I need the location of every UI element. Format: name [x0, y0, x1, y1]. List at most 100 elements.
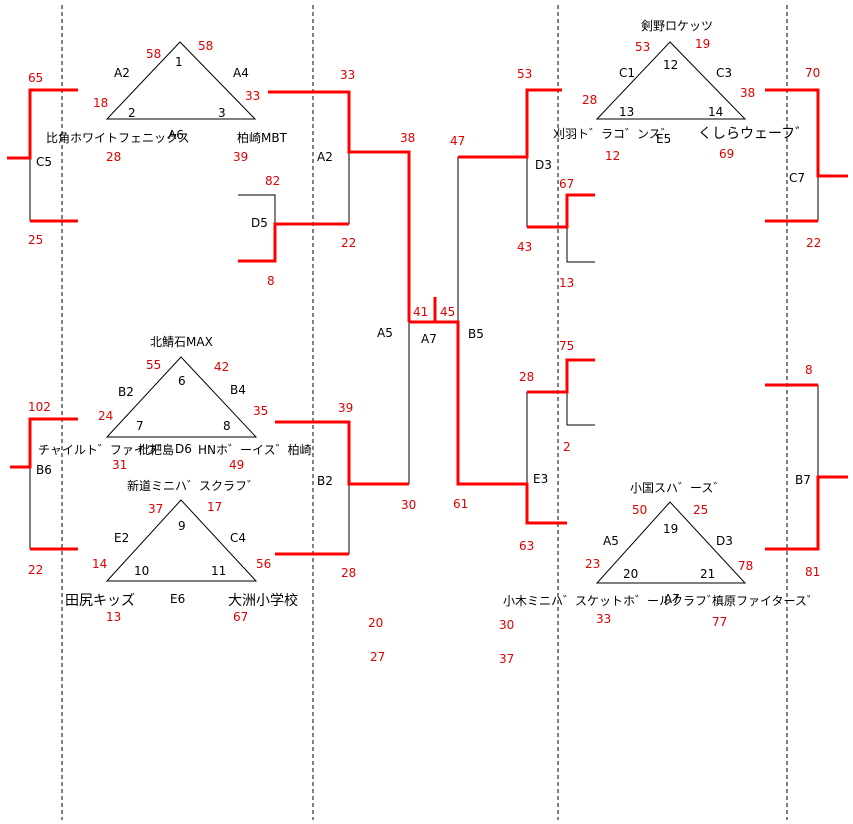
team-name: チャイルト゛ファイフ゛	[38, 443, 170, 457]
winner-line	[527, 358, 595, 394]
bracket-score: 33	[340, 68, 355, 82]
bracket-score: 22	[341, 236, 356, 250]
bracket-score: 20	[368, 616, 383, 630]
bracket-score: 82	[265, 174, 280, 188]
bracket-score: 30	[499, 618, 514, 632]
group-d-label-bottom: E5	[656, 132, 671, 146]
team-name: 小木ミニハ゛スケットホ゛ールクラフ゛	[503, 594, 719, 608]
bracket-score: 30	[401, 498, 416, 512]
match-label: A5	[377, 326, 393, 340]
bracket-score: 22	[28, 563, 43, 577]
bracket-scores: 65 25 102 22 33 22 82 8 38 39 28 30 41 4…	[28, 66, 821, 666]
match-label: A7	[421, 332, 437, 346]
team-name: 剣野ロケッツ	[641, 19, 713, 33]
team-name: 大洲小学校	[228, 592, 298, 609]
team-name: 槙原ファイタース゛	[712, 594, 819, 608]
group-e-score: 78	[738, 559, 753, 573]
group-a-score: 28	[106, 150, 121, 164]
group-c-position-top: 9	[178, 519, 186, 533]
match-label: D5	[251, 216, 268, 230]
group-d-score: 28	[582, 93, 597, 107]
league-group-c: 新道ミニハ゛スクラフ゛ 9 10 11 E2 C4 E6 37 17 14 56…	[65, 478, 298, 624]
winner-line	[765, 88, 848, 178]
column-guides	[61, 5, 788, 820]
bracket-score: 47	[450, 134, 465, 148]
group-a-score: 33	[245, 89, 260, 103]
group-b-score: 24	[98, 409, 113, 423]
match-label: B2	[317, 474, 333, 488]
group-d-score: 53	[635, 40, 650, 54]
team-name: 刈羽ト゛ラコ゛ンス゛	[553, 127, 673, 141]
group-c-score: 14	[92, 557, 107, 571]
bracket-line	[566, 227, 595, 263]
bracket-score: 27	[370, 650, 385, 664]
group-b-score: 35	[253, 404, 268, 418]
winner-line	[527, 193, 595, 229]
bracket-score: 37	[499, 652, 514, 666]
league-group-a: 1 2 3 A2 A4 A6 58 58 18 33 28 39 比角ホワイトフ…	[46, 39, 288, 164]
bracket-score: 45	[440, 305, 455, 319]
group-a-score: 58	[198, 39, 213, 53]
winner-line	[409, 297, 567, 525]
group-d-label-left: C1	[619, 66, 635, 80]
bracket-score: 65	[28, 71, 43, 85]
winner-line	[7, 88, 78, 160]
bracket-score: 38	[400, 131, 415, 145]
group-e-score: 77	[712, 615, 727, 629]
group-c-position-left: 10	[134, 564, 149, 578]
group-e-position-right: 21	[700, 567, 715, 581]
group-c-label-left: E2	[114, 531, 129, 545]
team-name: 枇杷島	[138, 442, 174, 457]
group-d-position-right: 14	[708, 105, 723, 119]
group-e-score: 25	[693, 503, 708, 517]
group-d-score: 12	[605, 149, 620, 163]
bracket-score: 2	[563, 440, 571, 454]
bracket-line	[238, 194, 276, 224]
match-label: A2	[317, 150, 333, 164]
group-b-position-right: 8	[223, 419, 231, 433]
bracket-score: 43	[517, 240, 532, 254]
league-group-e: 小国スハ゛ース゛ 19 20 21 A5 D3 A7 50 25 23 78 3…	[503, 481, 819, 629]
bracket-score: 61	[453, 497, 468, 511]
group-d-score: 38	[740, 86, 755, 100]
group-b-position-left: 7	[136, 419, 144, 433]
group-b-label-left: B2	[118, 385, 134, 399]
winner-line	[268, 90, 411, 322]
team-name: 北鯖石MAX	[150, 335, 213, 349]
group-b-score: 31	[112, 458, 127, 472]
group-c-label-right: C4	[230, 531, 246, 545]
team-name: 田尻キッズ	[65, 593, 135, 609]
league-group-b: 北鯖石MAX 6 7 8 B2 B4 D6 55 42 24 35 31 49 …	[38, 335, 312, 472]
group-b-position-top: 6	[178, 374, 186, 388]
group-a-position-right: 3	[218, 106, 226, 120]
match-label: D3	[535, 158, 552, 172]
group-e-position-left: 20	[623, 567, 638, 581]
team-name: くしらウェーフ゛	[698, 126, 809, 142]
bracket-score: 8	[805, 363, 813, 377]
winner-line	[238, 222, 349, 263]
group-e-label-left: A5	[603, 534, 619, 548]
group-b-score: 42	[214, 360, 229, 374]
group-c-label-bottom: E6	[170, 592, 185, 606]
match-label: C5	[36, 155, 52, 169]
bracket-match-labels: C5 B6 A2 D5 B2 A5 A7 B5 D3 E3 C7 B7	[36, 150, 811, 488]
group-a-score: 39	[233, 150, 248, 164]
group-c-score: 37	[148, 502, 163, 516]
group-c-score: 17	[207, 500, 222, 514]
bracket-score: 102	[28, 400, 51, 414]
group-a-label-right: A4	[233, 66, 249, 80]
group-c-position-right: 11	[211, 564, 226, 578]
league-triangle	[595, 41, 747, 120]
group-e-score: 23	[585, 557, 600, 571]
group-b-score: 55	[146, 358, 161, 372]
group-a-label-left: A2	[114, 66, 130, 80]
bracket-score: 39	[338, 401, 353, 415]
league-group-d: 剣野ロケッツ 12 13 14 C1 C3 E5 53 19 28 38 12 …	[553, 19, 809, 163]
team-name: 比角ホワイトフェニックス	[46, 131, 190, 145]
match-label: B6	[36, 463, 52, 477]
bracket-line	[566, 392, 595, 426]
team-name: 新道ミニハ゛スクラフ゛	[127, 478, 259, 493]
team-name: HNホ゛ーイス゛柏崎	[198, 442, 312, 457]
group-c-score: 67	[233, 610, 248, 624]
